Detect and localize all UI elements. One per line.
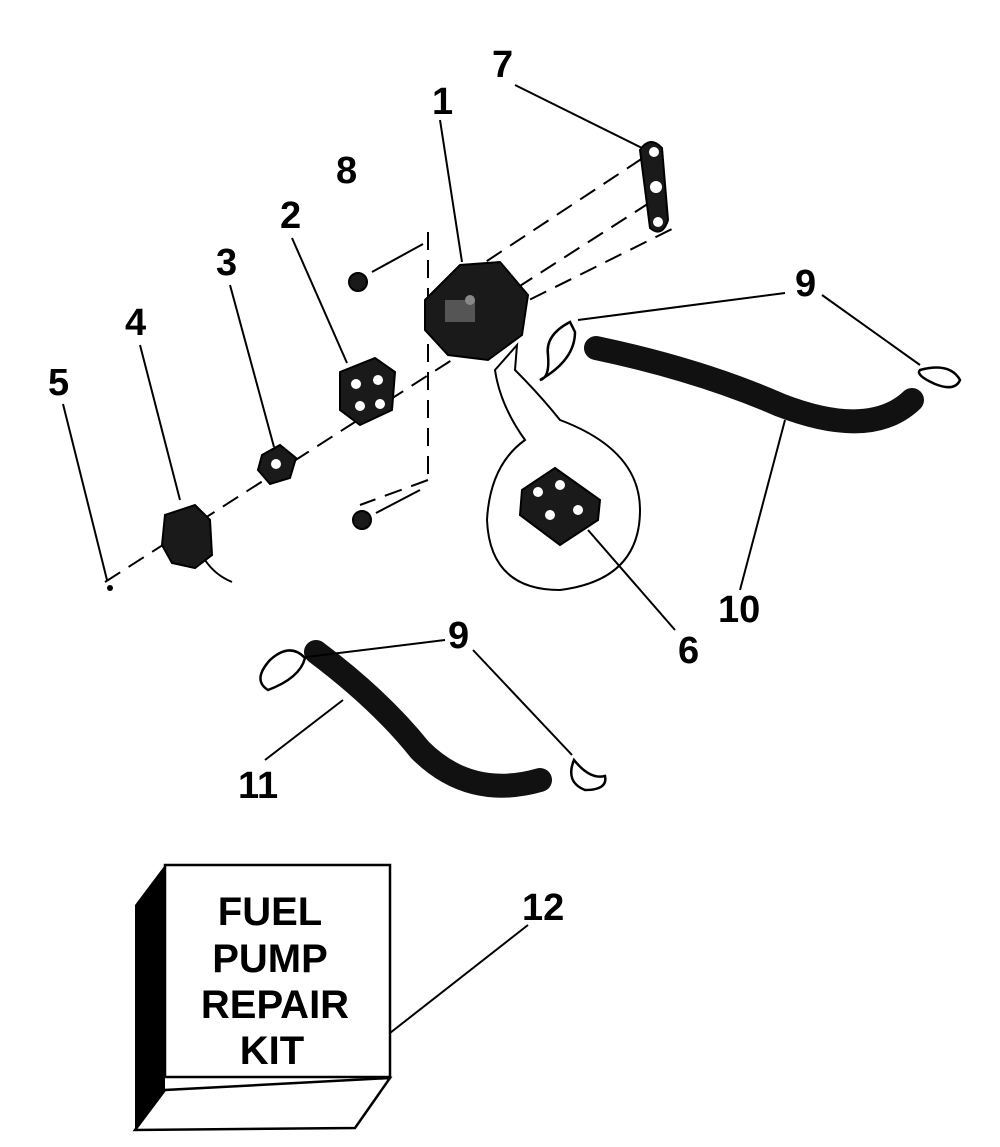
part-3-gasket (256, 443, 298, 486)
part-5-screw (107, 585, 113, 591)
callout-5: 5 (48, 362, 69, 404)
part-4-pump-cover (160, 503, 233, 583)
callout-10: 10 (718, 589, 760, 631)
part-12-repair-kit-box: FUEL PUMP REPAIR KIT (132, 863, 393, 1132)
callout-12: 12 (522, 887, 564, 929)
part-6-detail-view (485, 342, 642, 592)
part-1-pump-body (424, 260, 530, 362)
kit-label-line-3: REPAIR (201, 983, 349, 1027)
callout-4: 4 (125, 302, 146, 344)
leader-lines (62, 84, 921, 1034)
callout-8: 8 (336, 150, 357, 192)
kit-label-line-2: PUMP (212, 937, 328, 981)
kit-label-line-4: KIT (240, 1029, 304, 1073)
part-10-fuel-hose-upper (584, 336, 924, 434)
callout-1: 1 (432, 81, 453, 123)
callouts: 1 2 3 4 5 6 7 8 9 9 10 11 12 (48, 44, 816, 929)
callout-2: 2 (280, 195, 301, 237)
callout-3: 3 (216, 242, 237, 284)
callout-9-upper: 9 (795, 263, 816, 305)
part-7-mounting-plate (638, 141, 670, 233)
part-2-valve-plate (339, 356, 397, 427)
callout-7: 7 (492, 44, 513, 86)
kit-label-line-1: FUEL (218, 890, 322, 934)
callout-9-lower: 9 (448, 615, 469, 657)
callout-6: 6 (678, 630, 699, 672)
part-8-nut (348, 243, 424, 530)
part-9-hose-clamp (259, 320, 962, 792)
part-11-fuel-hose-lower (304, 640, 552, 798)
callout-11: 11 (238, 765, 278, 807)
